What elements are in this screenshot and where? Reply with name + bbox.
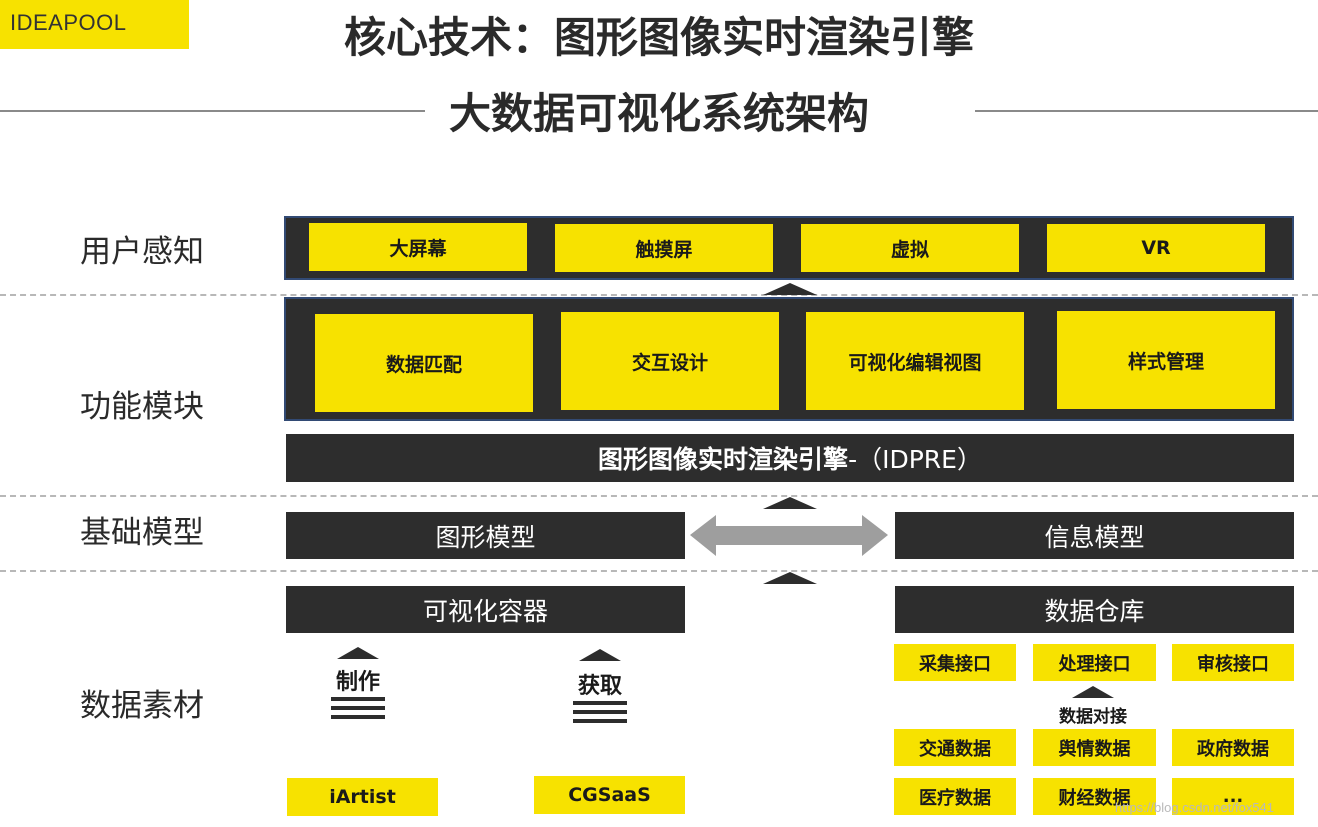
- title-rule-left: [0, 110, 425, 112]
- display-big-screen: 大屏幕: [309, 223, 527, 271]
- graphic-model-box: 图形模型: [286, 512, 685, 559]
- module-interaction-design: 交互设计: [561, 312, 779, 410]
- data-source-more: ...: [1172, 778, 1294, 815]
- visual-container-box: 可视化容器: [286, 586, 685, 633]
- display-touch-screen: 触摸屏: [555, 224, 773, 272]
- acquire-label: 获取: [577, 674, 622, 699]
- function-modules-panel: 数据匹配 交互设计 可视化编辑视图 样式管理: [284, 297, 1294, 421]
- arrow-up-icon: [579, 649, 621, 661]
- stack-lines-icon: [331, 697, 385, 724]
- user-perception-panel: 大屏幕 触摸屏 虚拟 VR: [284, 216, 1294, 280]
- main-title: 核心技术：图形图像实时渲染引擎: [343, 13, 974, 62]
- data-source-traffic: 交通数据: [894, 729, 1016, 766]
- tool-iartist: iArtist: [287, 778, 438, 816]
- module-data-matching: 数据匹配: [315, 314, 533, 412]
- tool-cgsaas: CGSaaS: [534, 776, 685, 814]
- data-source-medical: 医疗数据: [894, 778, 1016, 815]
- layer-label-data-materials: 数据素材: [80, 688, 204, 724]
- sub-title: 大数据可视化系统架构: [448, 89, 869, 138]
- brand-logo: IDEAPOOL: [0, 0, 189, 49]
- data-warehouse-box: 数据仓库: [895, 586, 1294, 633]
- module-style-management: 样式管理: [1057, 311, 1275, 409]
- arrow-up-icon: [1072, 686, 1114, 698]
- title-rule-right: [975, 110, 1318, 112]
- display-virtual: 虚拟: [801, 224, 1019, 272]
- layer-label-function-modules: 功能模块: [80, 389, 204, 425]
- layer-divider: [0, 495, 1318, 497]
- interface-audit: 审核接口: [1172, 644, 1294, 681]
- data-source-government: 政府数据: [1172, 729, 1294, 766]
- data-source-finance: 财经数据: [1033, 778, 1156, 815]
- arrow-up-icon: [763, 283, 817, 295]
- double-arrow-icon: [690, 515, 888, 556]
- interface-process: 处理接口: [1033, 644, 1156, 681]
- render-engine-bar: 图形图像实时渲染引擎 -（IDPRE）: [286, 434, 1294, 482]
- layer-label-user-perception: 用户感知: [80, 234, 204, 270]
- arrow-up-icon: [763, 572, 817, 584]
- data-docking-label: 数据对接: [1059, 707, 1127, 727]
- interface-collect: 采集接口: [894, 644, 1016, 681]
- render-engine-name: 图形图像实时渲染引擎: [598, 445, 849, 474]
- arrow-up-icon: [763, 497, 817, 509]
- layer-divider: [0, 570, 1318, 572]
- layer-label-base-models: 基础模型: [80, 515, 204, 551]
- render-engine-suffix: -（IDPRE）: [848, 445, 982, 474]
- layer-divider: [0, 294, 1318, 296]
- watermark-text: https://blog.csdn.net/fox541: [1115, 800, 1274, 815]
- data-source-public-opinion: 舆情数据: [1033, 729, 1156, 766]
- stack-lines-icon: [573, 701, 627, 728]
- module-visual-editing-view: 可视化编辑视图: [806, 312, 1024, 410]
- make-label: 制作: [335, 670, 380, 695]
- info-model-box: 信息模型: [895, 512, 1294, 559]
- arrow-up-icon: [337, 647, 379, 659]
- display-vr: VR: [1047, 224, 1265, 272]
